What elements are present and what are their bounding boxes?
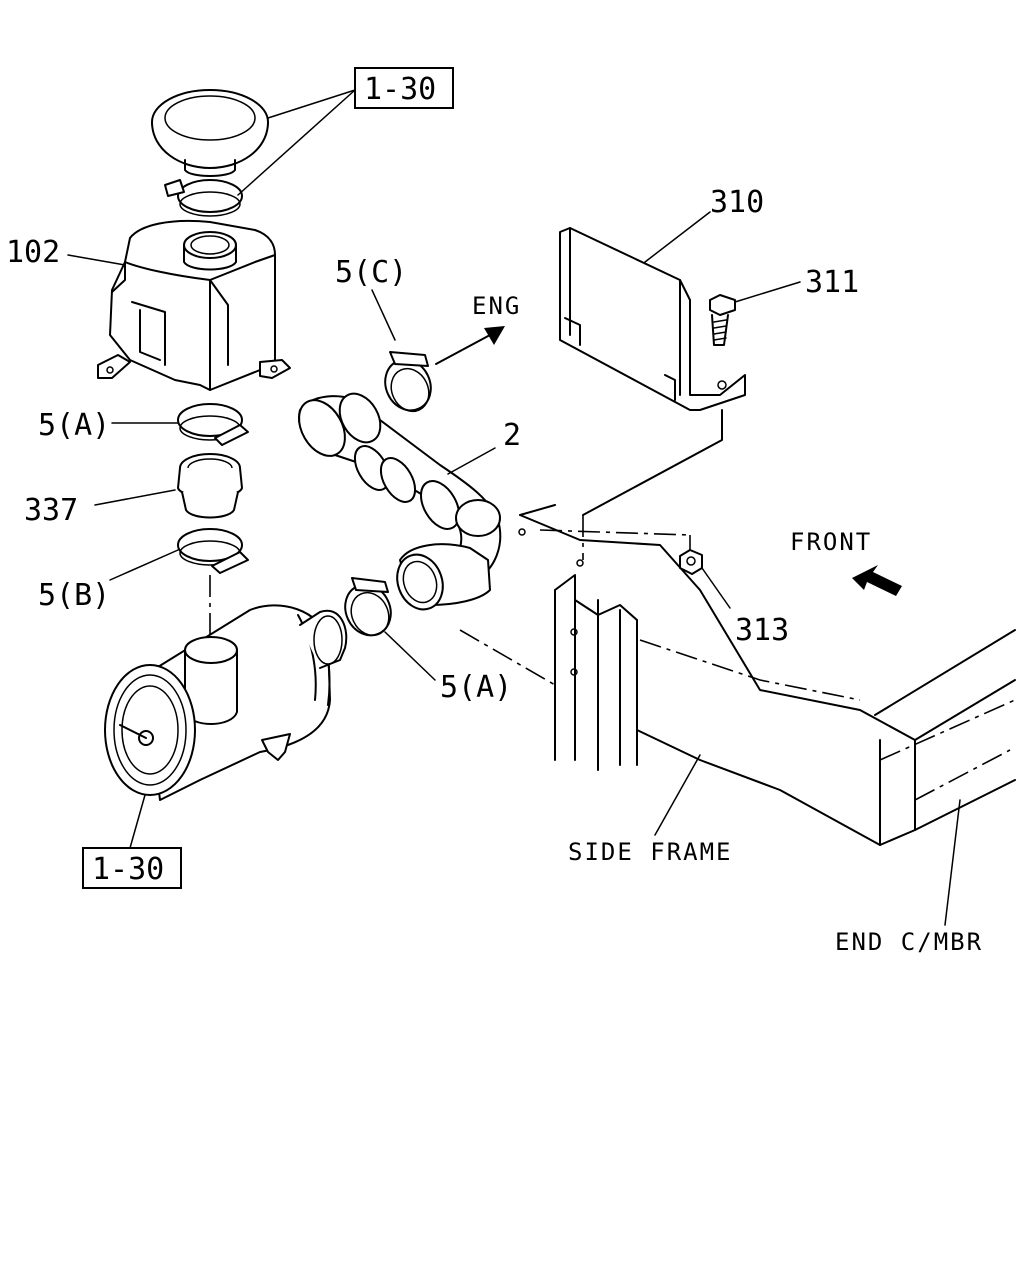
ref-box-top[interactable]: 1-30 [354,67,454,109]
label-5a-left: 5(A) [38,408,110,443]
label-310: 310 [710,185,764,220]
part-337-sleeve [177,453,243,519]
precleaner-cap [151,89,269,177]
ref-box-bottom[interactable]: 1-30 [82,847,182,889]
center-lines [209,515,1016,801]
label-front: FRONT [790,528,872,556]
label-311: 311 [805,265,859,300]
clamp-5a-left [177,403,249,446]
ref-label-bottom: 1-30 [92,852,164,887]
side-frame [518,504,1016,846]
part-310-bracket [559,227,746,411]
label-102: 102 [6,235,60,270]
air-cleaner [104,604,348,801]
label-5c: 5(C) [335,255,407,290]
clamp-5b [177,528,249,574]
label-313: 313 [735,613,789,648]
eng-arrow-icon [435,326,505,365]
part-2-hose [298,392,502,611]
part-102-housing [97,219,291,391]
cap-clamp [164,179,243,217]
clamp-5a-right [344,577,392,637]
ref-label-top: 1-30 [364,72,436,107]
clamp-5c [384,351,432,413]
leader-lines [67,89,961,926]
label-5b: 5(B) [38,578,110,613]
label-5a-right: 5(A) [440,670,512,705]
part-311-bolt [709,294,736,346]
part-313-nut [679,549,703,575]
label-side-frame: SIDE FRAME [568,838,733,866]
label-2: 2 [503,418,521,453]
bolt-to-frame-line [582,409,723,516]
label-end-cmbr: END C/MBR [835,928,983,956]
label-337: 337 [24,493,78,528]
label-eng: ENG [472,292,521,320]
front-arrow-icon [852,565,902,596]
